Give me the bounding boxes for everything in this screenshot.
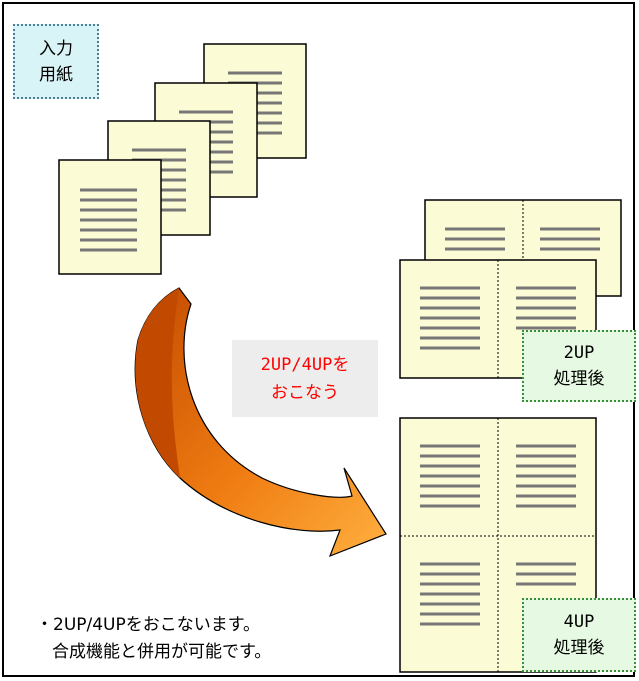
output-2up-label: 2UP 処理後 [522,330,636,402]
output-2up-label-line1: 2UP [563,343,595,363]
input-paper-stack [58,43,307,275]
output-4up-sheet [399,417,597,673]
process-arrow [134,287,387,558]
input-paper-label-line2: 用紙 [39,64,73,85]
action-label: 2UP/4UPを おこなう [232,340,378,417]
input-paper-label: 入力 用紙 [13,24,99,99]
feature-note-line2: 合成機能と併用が可能です。 [52,642,272,662]
action-label-line2: おこなう [271,382,339,403]
input-sheet-1 [58,159,162,275]
feature-note-line1: ・2UP/4UPをおこないます。 [36,615,261,635]
output-4up-label-line2: 処理後 [553,638,605,658]
action-label-line1: 2UP/4UPを [260,354,350,375]
output-2up-label-line2: 処理後 [553,369,605,389]
feature-note: ・2UP/4UPをおこないます。 合成機能と併用が可能です。 [36,612,271,666]
output-4up-label-line1: 4UP [563,612,595,632]
input-paper-label-line1: 入力 [39,38,73,59]
output-4up-label: 4UP 処理後 [522,598,636,672]
